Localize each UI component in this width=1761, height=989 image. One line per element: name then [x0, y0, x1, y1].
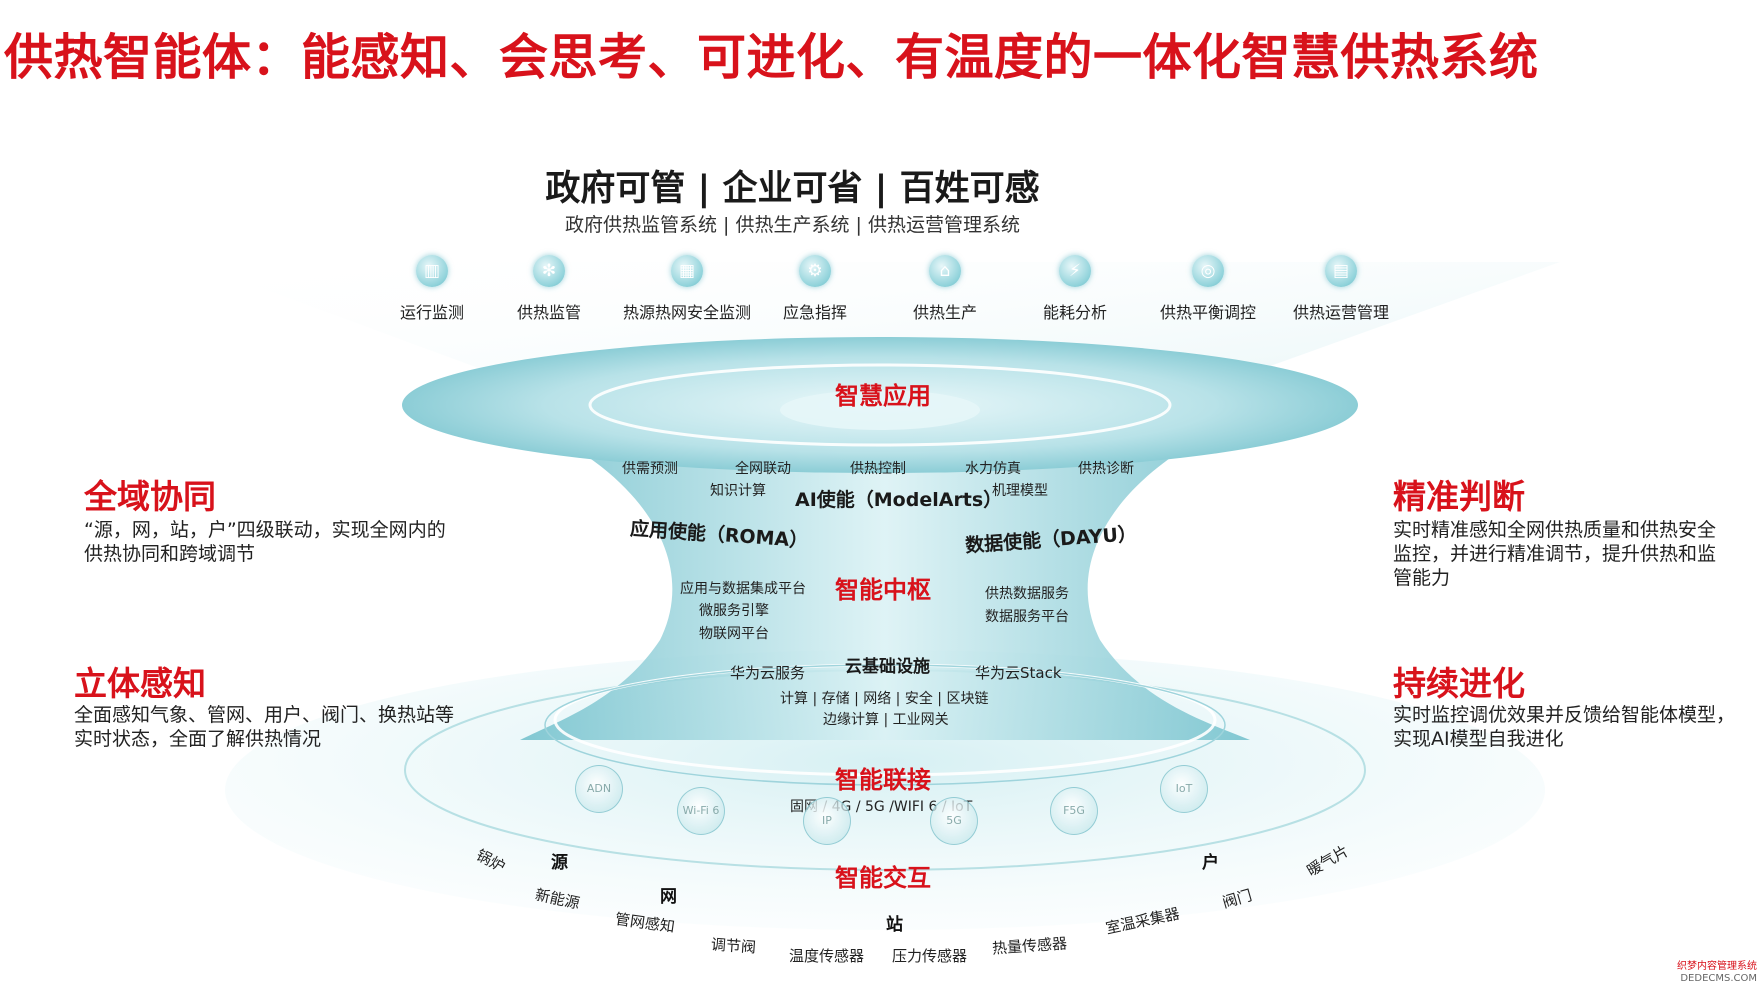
app-production[interactable]: ⌂ 供热生产	[875, 255, 1015, 323]
operation-icon: ▤	[1325, 255, 1357, 287]
f5g-icon: F5G	[1050, 787, 1098, 835]
supervision-icon: ✻	[533, 255, 565, 287]
smart-app-item: 知识计算	[710, 483, 766, 499]
tagline: 政府可管 | 企业可省 | 百姓可感	[545, 169, 1040, 209]
smart-app-item: 机理模型	[992, 483, 1048, 499]
watermark-line: 织梦内容管理系统	[1677, 961, 1757, 972]
app-label: 供热运营管理	[1292, 303, 1389, 322]
funnel-body	[520, 420, 1250, 740]
emergency-icon: ⚙	[799, 255, 831, 287]
wifi6-icon: Wi-Fi 6	[677, 787, 725, 835]
ai-enable-label: AI使能（ModelArts）	[795, 489, 1003, 511]
key-network: 网	[660, 887, 677, 907]
app-label: 运行监测	[399, 303, 464, 322]
app-monitoring[interactable]: ▥ 运行监测	[362, 255, 502, 323]
app-safety[interactable]: ▦ 热源热网安全监测	[617, 255, 757, 323]
key-station: 站	[886, 915, 903, 935]
smart-app-item: 供热诊断	[1078, 461, 1134, 477]
smart-app-item: 水力仿真	[965, 461, 1021, 477]
connect-ring-outer	[544, 664, 1226, 786]
left-panel-desc: “源，网，站，户”四级联动，实现全网内的供热协同和跨域调节	[84, 519, 446, 565]
right-panel-title: 持续进化	[1393, 664, 1525, 703]
key-user: 户	[1202, 853, 1219, 873]
top-disk-core	[780, 390, 980, 430]
app-label: 能耗分析	[1042, 303, 1107, 322]
app-supervision[interactable]: ✻ 供热监管	[479, 255, 619, 323]
energy-icon: ⚡	[1059, 255, 1091, 287]
connect-label: 智能联接	[835, 766, 931, 794]
top-disk-inner	[588, 363, 1172, 447]
ip-icon: IP	[803, 797, 851, 845]
cloud-line2: 边缘计算 | 工业网关	[823, 712, 949, 728]
app-label: 供热生产	[912, 303, 977, 322]
app-emergency[interactable]: ⚙ 应急指挥	[745, 255, 885, 323]
smart-app-label: 智慧应用	[835, 382, 931, 410]
right-panel-desc: 实时监控调优效果并反馈给智能体模型，实现AI模型自我进化	[1393, 704, 1736, 750]
device-regulating-valve: 调节阀	[710, 935, 757, 957]
hub-right-item: 数据服务平台	[985, 609, 1069, 625]
cloud-line1: 计算 | 存储 | 网络 | 安全 | 区块链	[780, 691, 989, 707]
smart-app-item: 供需预测	[622, 461, 678, 477]
device-pressure-sensor: 压力传感器	[892, 947, 968, 965]
cloud-label: 云基础设施	[845, 657, 930, 677]
app-balance[interactable]: ◎ 供热平衡调控	[1138, 255, 1278, 323]
production-icon: ⌂	[929, 255, 961, 287]
right-panel-title: 精准判断	[1393, 477, 1525, 516]
app-energy[interactable]: ⚡ 能耗分析	[1005, 255, 1145, 323]
adn-icon: ADN	[575, 765, 623, 813]
cloud-left: 华为云服务	[730, 664, 806, 682]
left-panel-title: 全域协同	[84, 477, 216, 516]
smart-app-item: 供热控制	[850, 461, 906, 477]
app-label: 供热监管	[516, 303, 581, 322]
watermark-line: DEDECMS.COM	[1680, 973, 1757, 984]
hub-left-item: 微服务引擎	[699, 603, 769, 619]
hub-left-item: 物联网平台	[699, 626, 769, 642]
interact-label: 智能交互	[835, 864, 931, 892]
page-title: 供热智能体：能感知、会思考、可进化、有温度的一体化智慧供热系统	[4, 29, 1539, 86]
safety-icon: ▦	[671, 255, 703, 287]
monitor-icon: ▥	[416, 255, 448, 287]
smart-app-item: 全网联动	[735, 461, 791, 477]
hub-label: 智能中枢	[835, 576, 931, 604]
hub-right-item: 供热数据服务	[985, 586, 1069, 602]
app-label: 热源热网安全监测	[622, 303, 751, 322]
cloud-right: 华为云Stack	[975, 664, 1062, 682]
app-operation[interactable]: ▤ 供热运营管理	[1271, 255, 1411, 323]
balance-icon: ◎	[1192, 255, 1224, 287]
5g-icon: 5G	[930, 797, 978, 845]
left-panel-desc: 全面感知气象、管网、用户、阀门、换热站等实时状态，全面了解供热情况	[74, 704, 455, 750]
systems-line: 政府供热监管系统 | 供热生产系统 | 供热运营管理系统	[565, 214, 1020, 236]
watermark: 织梦内容管理系统 DEDECMS.COM	[1677, 961, 1757, 985]
app-label: 供热平衡调控	[1159, 303, 1256, 322]
hub-left-item: 应用与数据集成平台	[680, 581, 806, 597]
left-panel-title: 立体感知	[74, 664, 206, 703]
device-temp-sensor: 温度传感器	[789, 947, 865, 965]
right-panel-desc: 实时精准感知全网供热质量和供热安全监控，并进行精准调节，提升供热和监管能力	[1393, 519, 1717, 589]
key-source: 源	[551, 853, 568, 873]
app-label: 应急指挥	[782, 303, 847, 322]
iot-icon: IoT	[1160, 765, 1208, 813]
